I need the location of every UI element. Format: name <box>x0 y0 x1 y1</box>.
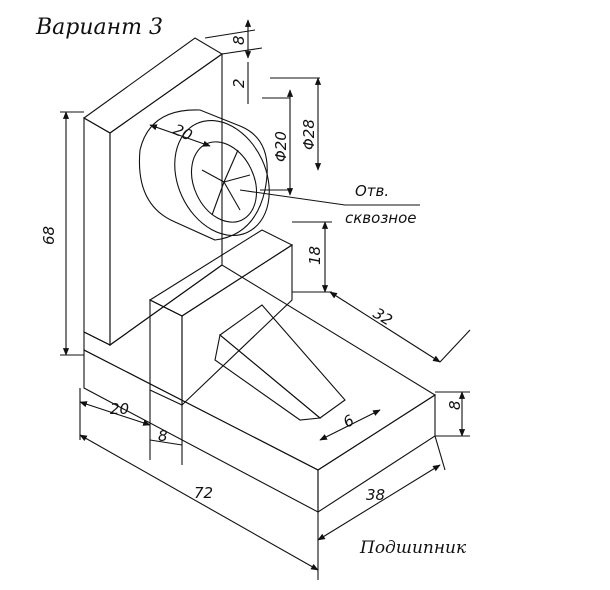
base-plate <box>83 264 437 514</box>
vertical-plate <box>82 37 224 347</box>
dim-total-length: 72 <box>194 484 213 502</box>
dim-base-width: 38 <box>366 486 385 504</box>
dim-wall-thickness: 8 <box>158 427 168 445</box>
dim-height-total: 68 <box>40 226 58 245</box>
part-caption: Подшипник <box>359 538 467 558</box>
note-line1: Отв. <box>355 182 389 200</box>
sloped-rib <box>214 304 346 421</box>
dim-ring-width: 20 <box>170 120 195 144</box>
dim-top-gap: 2 <box>230 78 248 88</box>
dim-boss-height: 18 <box>306 246 324 265</box>
dimension-lines <box>60 19 471 580</box>
dim-hole-diam: Φ20 <box>272 131 290 162</box>
page-title: Вариант 3 <box>35 15 163 40</box>
dim-outer-diam: Φ28 <box>300 119 318 150</box>
dim-base-length: 32 <box>370 304 396 329</box>
boss-block <box>148 229 294 407</box>
dim-base-height: 8 <box>446 400 464 410</box>
bushing-cylinder <box>138 109 270 241</box>
note-line2: сквозное <box>345 209 417 227</box>
dim-left-offset: 20 <box>110 400 129 418</box>
dim-top-thickness: 8 <box>230 35 248 45</box>
